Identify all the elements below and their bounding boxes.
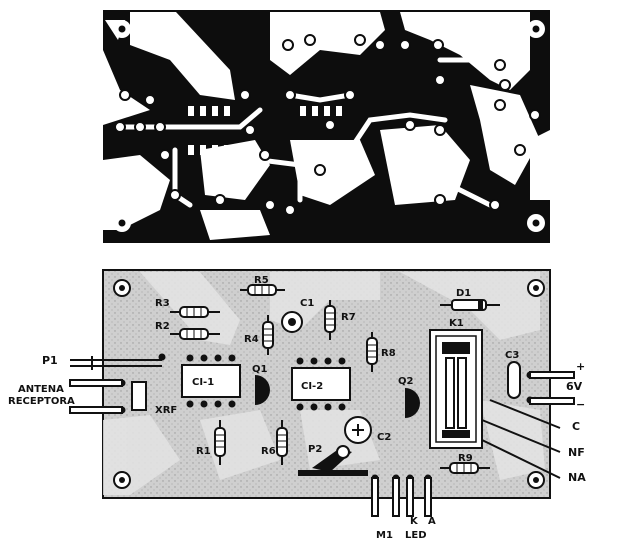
- label-R3: R3: [155, 298, 170, 309]
- component-side-layout: [69, 269, 575, 517]
- ic-CI1: [181, 354, 241, 408]
- diode-D1: [440, 299, 500, 311]
- wires-bottom: [371, 477, 432, 517]
- label-Q1: Q1: [252, 364, 268, 375]
- label-D1: D1: [456, 288, 471, 299]
- label-R5: R5: [254, 275, 269, 286]
- label-M1: M1: [376, 530, 393, 541]
- label-A: A: [428, 516, 436, 527]
- bottom-mounting-holes: [113, 279, 545, 489]
- label-C2: C2: [377, 432, 391, 443]
- copper-side-layout: [103, 10, 550, 243]
- wires-right: [481, 371, 575, 479]
- copper-traces: [117, 37, 523, 208]
- round-pads: [114, 34, 541, 216]
- label-R9: R9: [458, 453, 473, 464]
- resistor-R7: [324, 300, 336, 340]
- label-plus: +: [576, 360, 585, 373]
- label-C: C: [572, 420, 580, 433]
- capacitor-C2: [344, 416, 372, 444]
- label-CI2: CI-2: [301, 381, 323, 392]
- resistor-R3: [170, 306, 220, 318]
- resistor-R4: [262, 315, 274, 355]
- label-6v: 6V: [566, 380, 583, 393]
- label-minus: −: [576, 398, 585, 411]
- label-antenna: ANTENA: [18, 384, 64, 395]
- trimmer-P2: [298, 445, 368, 476]
- resistor-R9: [440, 462, 490, 474]
- resistor-R6: [276, 420, 288, 465]
- transistor-Q1: [255, 375, 270, 405]
- relay-K1: [429, 329, 483, 449]
- ic-pads: [188, 106, 354, 155]
- label-R7: R7: [341, 312, 356, 323]
- label-R1: R1: [196, 446, 211, 457]
- label-R4: R4: [244, 334, 259, 345]
- resistor-R8: [366, 332, 378, 372]
- label-C3: C3: [505, 350, 519, 361]
- label-C1: C1: [300, 298, 314, 309]
- label-CI1: CI-1: [192, 377, 214, 388]
- component-labels: R5 R3 R2 R4 C1 R7 R8 D1 K1 CI-1 CI-2 Q1 …: [155, 275, 519, 464]
- label-R6: R6: [261, 446, 276, 457]
- label-K: K: [410, 516, 419, 527]
- external-labels: P1 ANTENA RECEPTORA + 6V − C NF NA M1 K …: [8, 354, 586, 541]
- label-XRF: XRF: [155, 405, 177, 416]
- label-receptora: RECEPTORA: [8, 396, 75, 407]
- label-P1: P1: [42, 354, 58, 367]
- transistor-Q2: [405, 388, 420, 418]
- capacitor-C1: [281, 311, 303, 333]
- xrf-module: [131, 381, 147, 411]
- label-LED: LED: [405, 530, 427, 541]
- ic-CI2: [291, 357, 351, 411]
- label-R2: R2: [155, 321, 170, 332]
- label-P2: P2: [308, 444, 322, 455]
- capacitor-C3: [507, 361, 521, 399]
- label-NF: NF: [568, 446, 585, 459]
- resistor-R5: [240, 284, 285, 296]
- resistor-R1: [214, 420, 226, 465]
- label-Q2: Q2: [398, 376, 414, 387]
- mounting-holes: [113, 20, 545, 232]
- label-NA: NA: [568, 471, 586, 484]
- wires-left: [69, 356, 162, 414]
- label-K1: K1: [449, 318, 464, 329]
- resistor-R2: [170, 328, 220, 340]
- label-R8: R8: [381, 348, 396, 359]
